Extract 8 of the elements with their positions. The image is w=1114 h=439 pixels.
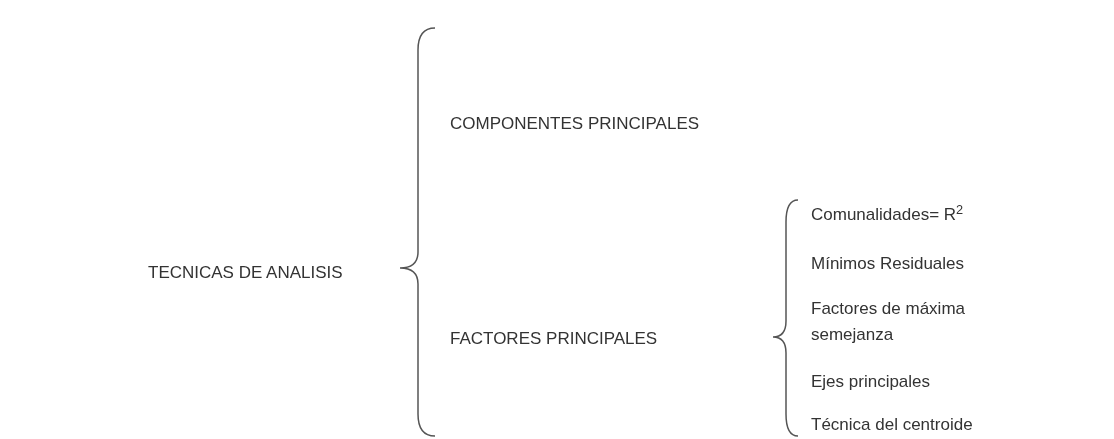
label-text: Comunalidades= R$^{2}$ <box>811 202 964 226</box>
label-text: Técnica del centroide <box>811 414 973 436</box>
label-text: Ejes principales <box>811 371 931 393</box>
label-text: FACTORES PRINCIPALES <box>450 328 658 350</box>
label-text: Mínimos Residuales <box>811 253 965 275</box>
label-text: Factores de máxima semejanza <box>811 298 966 347</box>
label-text: TECNICAS DE ANALISIS <box>148 262 343 284</box>
label-text: COMPONENTES PRINCIPALES <box>450 113 700 135</box>
